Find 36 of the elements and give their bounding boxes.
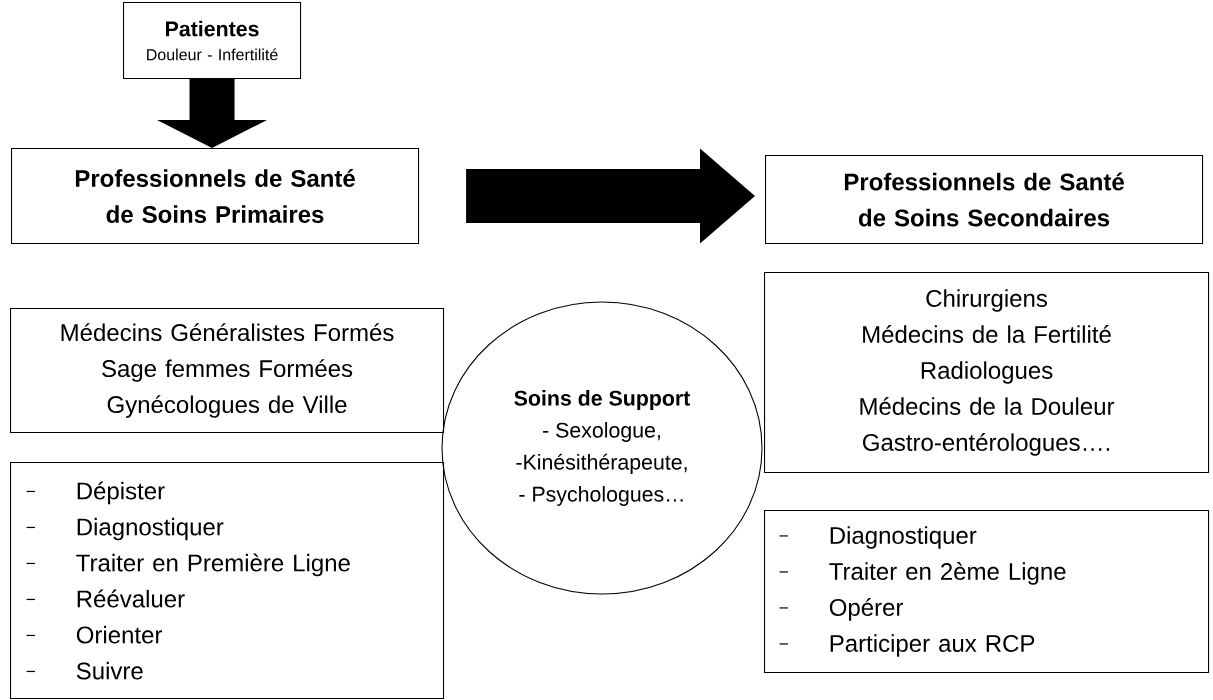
support-circle [441, 301, 763, 595]
text-line: Médecins de la Fertilité [863, 325, 1111, 343]
list-item: Opérer [778, 598, 904, 621]
text-line: -Kinésithérapeute, [516, 453, 687, 474]
text-line: Radiologues [921, 361, 1053, 384]
list-item: Suivre [25, 661, 143, 680]
text-line: Médecins Généralistes Formés [61, 323, 394, 342]
text-line: - Psychologues… [519, 486, 683, 506]
professionals-box [10, 308, 445, 434]
text-line: Sage femmes Formées [102, 359, 353, 382]
list-item: Réévaluer [25, 589, 185, 608]
heading: Professionnels de Santé de Soins Secondaires [844, 172, 1124, 227]
list-item: Diagnostiquer [778, 526, 977, 549]
list-item: Traiter en Première Ligne [25, 553, 350, 577]
text-line: Douleur - Infertilité [147, 48, 278, 61]
text-line: Gynécologues de Ville [107, 395, 347, 418]
secondary-care-box [765, 155, 1204, 245]
list-item: Diagnostiquer [25, 517, 224, 541]
text-line: - Sexologue, [543, 422, 660, 442]
list-item: Orienter [25, 625, 162, 644]
list-item: Dépister [25, 481, 165, 505]
text-line: Médecins de la Douleur [860, 397, 1115, 415]
text-line: Gastro-entérologues…. [863, 433, 1110, 456]
specialists-box [764, 272, 1210, 474]
block-arrow [157, 79, 268, 148]
heading: Patientes [166, 20, 259, 37]
list-item: Participer aux RCP [778, 634, 1035, 657]
tasks-box [10, 462, 445, 700]
heading: Professionnels de Santé de Soins Primaires [75, 169, 355, 223]
text-line: Chirurgiens [926, 289, 1047, 312]
patient-box [123, 2, 302, 80]
block-arrow [466, 148, 755, 244]
heading: Soins de Support [514, 390, 691, 410]
primary-care-box [11, 148, 420, 245]
list-item: Traiter en 2ème Ligne [778, 562, 1066, 585]
tasks-box [764, 510, 1210, 674]
